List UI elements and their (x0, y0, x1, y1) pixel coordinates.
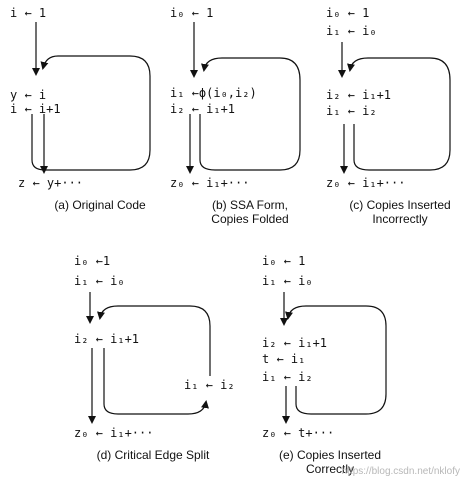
panel-c-loop-back-edge (347, 57, 451, 171)
panel-d-code-increment: i₂ ← i₁+1 (74, 332, 140, 346)
panel-c-code-exit: z₀ ← i₁+··· (326, 176, 406, 190)
panel-c-caption-line1: (c) Copies Inserted (349, 198, 451, 212)
panel-d-edges (86, 292, 211, 424)
panel-a-edges (31, 22, 151, 174)
panel-c-code-increment: i₂ ← i₁+1 (326, 88, 392, 102)
panel-e-caption-line2: Correctly (305, 462, 354, 476)
panel-b-code-phi: i₁ ←ϕ(i₀,i₂) (170, 86, 257, 100)
panel-c-code-init: i₀ ← 1 (326, 6, 370, 20)
panel-c-caption-line2: Incorrectly (372, 212, 428, 226)
panel-b-edges (186, 22, 301, 174)
panel-b-code-increment: i₂ ← i₁+1 (170, 102, 236, 116)
panel-a-code-init: i ← 1 (10, 6, 47, 20)
panel-d-split-loop-edge (97, 305, 211, 376)
panel-e-code-copy-in: i₁ ← i₀ (262, 274, 313, 288)
panel-d-code-copy-in: i₁ ← i₀ (74, 274, 125, 288)
panel-e-caption-line1: (e) Copies Inserted (278, 448, 382, 462)
panel-b-caption-line2: Copies Folded (211, 212, 289, 226)
panel-d-code-init: i₀ ←1 (74, 254, 111, 268)
panel-d-to-split-edge (103, 348, 209, 415)
panel-d-code-exit: z₀ ← i₁+··· (74, 426, 154, 440)
panel-c-edges (338, 42, 451, 174)
watermark: https://blog.csdn.net/nklofy (341, 466, 460, 477)
panel-e-code-temp: t ← i₁ (262, 352, 306, 366)
panel-e-code-exit: z₀ ← t+··· (262, 426, 335, 440)
panel-d-caption: (d) Critical Edge Split (96, 448, 210, 462)
panel-a-loop-back-edge (31, 55, 151, 171)
panel-a-code-exit: z ← y+··· (18, 176, 84, 190)
panel-e-loop-back-edge (285, 305, 387, 415)
panel-e-code-init: i₀ ← 1 (262, 254, 306, 268)
panel-b-code-exit: z₀ ← i₁+··· (170, 176, 250, 190)
panel-c-code-copy-in: i₁ ← i₀ (326, 24, 377, 38)
panel-b-loop-back-edge (199, 57, 301, 171)
panel-b-code-init: i₀ ← 1 (170, 6, 214, 20)
panel-d-code-split-copy: i₁ ← i₂ (184, 378, 235, 392)
panel-a-caption: (a) Original Code (54, 198, 146, 212)
panel-a-code-copy: y ← i (10, 88, 47, 102)
panel-e-code-increment: i₂ ← i₁+1 (262, 336, 328, 350)
panel-a-code-increment: i ← i+1 (10, 102, 61, 116)
panel-c-code-copy-back: i₁ ← i₂ (326, 104, 377, 118)
panel-e-code-copy-back: i₁ ← i₂ (262, 370, 313, 384)
panel-e-edges (280, 292, 387, 424)
panel-b-caption-line1: (b) SSA Form, (211, 198, 288, 212)
